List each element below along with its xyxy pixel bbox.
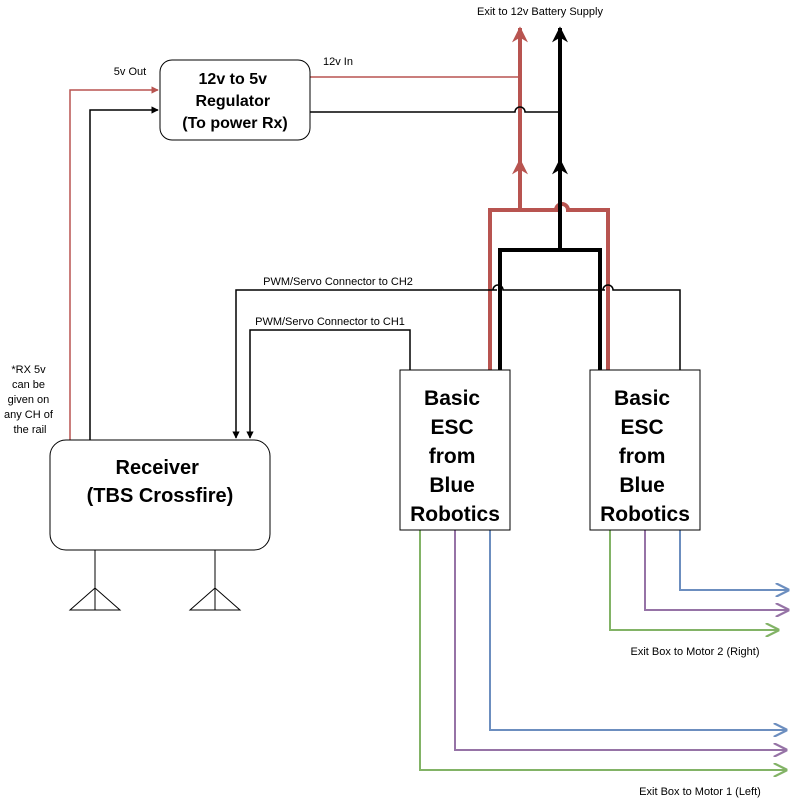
motor2-label: Exit Box to Motor 2 (Right) (631, 646, 760, 658)
receiver-line-1: Receiver (116, 457, 200, 479)
regulator-line-2: Regulator (195, 93, 270, 110)
battery-supply-label: Exit to 12v Battery Supply (477, 6, 603, 18)
receiver-node: Receiver (TBS Crossfire) (49, 439, 271, 551)
pwm-ch2-label: PWM/Servo Connector to CH2 (263, 276, 413, 288)
esc2-line-5: Robotics (600, 503, 690, 526)
esc1-green-wire (419, 530, 786, 770)
regulator-line-3: (To power Rx) (182, 115, 287, 132)
esc2-line-3: from (619, 445, 666, 468)
svg-text:Basic ESC from: Basic ESC from Blue Robotics (600, 387, 690, 526)
esc1-blue-wire (489, 530, 786, 730)
rx-note-label: *RX 5v can be given on any CH of the rai… (4, 364, 56, 436)
esc1-positive-wire (488, 208, 520, 370)
svg-text:Basic ESC from: Basic ESC from Blue Robotics (410, 387, 500, 526)
pwm-ch2-wire (232, 284, 681, 439)
esc1-purple-wire (454, 530, 786, 750)
esc2-purple-wire (644, 530, 788, 610)
antenna-left-icon (68, 550, 122, 611)
esc2-node: Basic ESC from Blue Robotics (589, 369, 701, 531)
esc2-green-wire (609, 530, 778, 630)
motor1-wires (419, 530, 786, 770)
pwm-ch1-wire (246, 329, 411, 439)
receiver-ground-wire (89, 106, 159, 440)
regulator-ground-wire (310, 106, 560, 113)
receiver-line-2: (TBS Crossfire) (87, 485, 234, 507)
esc2-line-2: ESC (620, 416, 663, 439)
svg-text:Receiver (TBS Crossfire): Receiver (TBS Crossfire) (87, 457, 234, 507)
esc1-node: Basic ESC from Blue Robotics (399, 369, 511, 531)
esc2-line-1: Basic (614, 387, 670, 410)
in-12v-label: 12v In (323, 56, 353, 68)
esc2-negative-wire (560, 248, 602, 370)
esc2-line-4: Blue (619, 474, 665, 497)
regulator-5v-out-wire (69, 86, 159, 440)
out-5v-label: 5v Out (114, 66, 146, 78)
motor1-label: Exit Box to Motor 1 (Left) (639, 786, 761, 798)
esc1-line-5: Robotics (410, 503, 500, 526)
esc1-line-2: ESC (430, 416, 473, 439)
motor2-wires (609, 530, 788, 630)
esc1-line-1: Basic (424, 387, 480, 410)
regulator-node: 12v to 5v Regulator (To power Rx) (159, 59, 311, 141)
antenna-right-icon (188, 550, 242, 611)
esc2-positive-wire (520, 202, 610, 370)
regulator-line-1: 12v to 5v (199, 71, 268, 88)
esc1-line-3: from (429, 445, 476, 468)
battery-bus (488, 26, 610, 370)
svg-text:12v to 5v Regulator: 12v to 5v Regulator (To power Rx) (182, 71, 287, 132)
esc2-blue-wire (679, 530, 788, 590)
pwm-ch1-label: PWM/Servo Connector to CH1 (255, 316, 405, 328)
esc1-line-4: Blue (429, 474, 475, 497)
esc1-negative-wire (498, 248, 560, 370)
